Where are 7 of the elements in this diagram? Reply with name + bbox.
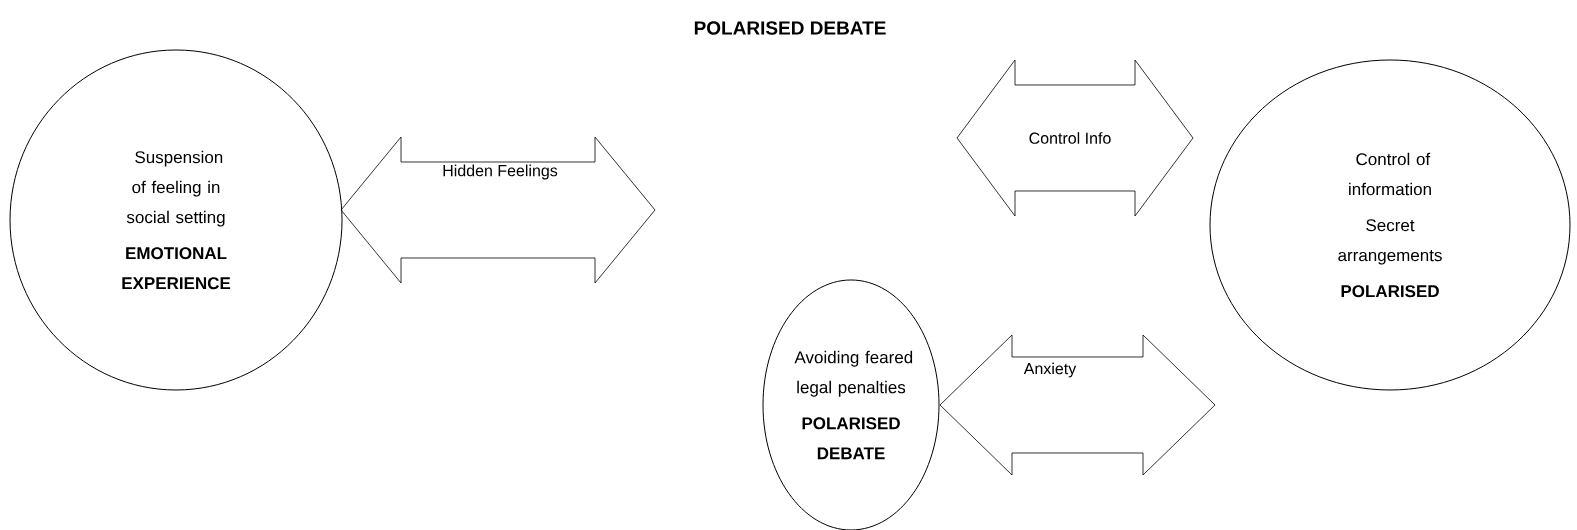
- double-arrow: [939, 334, 1216, 476]
- double-arrow: [340, 136, 656, 284]
- title: POLARISED DEBATE: [694, 21, 886, 35]
- edge-label: Control Info: [1027, 131, 1113, 145]
- edge-label: Hidden Feelings: [441, 163, 559, 181]
- edge-label: Anxiety: [1022, 361, 1078, 379]
- double-arrow: [956, 59, 1194, 217]
